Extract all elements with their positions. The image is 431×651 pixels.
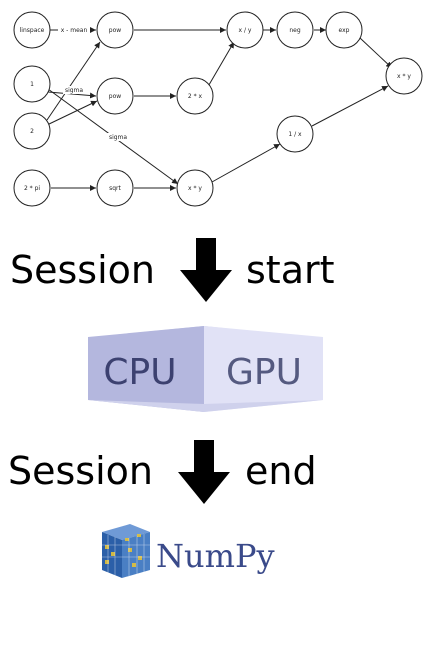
node-pow-top: pow [96,11,134,49]
node-sqrt: sqrt [96,169,134,207]
gpu-label: GPU [226,352,302,393]
node-label-neg: neg [289,27,300,34]
node-label-exp: exp [339,27,350,34]
node-two: 2 [13,112,51,150]
node-exp: exp [325,11,363,49]
node-label-pow-top: pow [109,27,121,34]
edge-label-x-minus-mean: x - mean [61,27,88,34]
edge-label-sigma-lower: sigma [109,134,127,141]
node-pow-mid: pow [96,77,134,115]
node-label-one-over-x: 1 / x [288,131,302,138]
session-start-right-label: start [246,248,335,292]
node-two-pi: 2 * pi [13,169,51,207]
prism-right-face [204,326,323,412]
edge-label-sigma-upper: sigma [65,87,83,94]
node-neg: neg [276,11,314,49]
session-start-left-label: Session [10,248,155,292]
node-label-two: 2 [30,128,34,135]
prism-left-face [88,326,204,412]
numpy-wordmark: NumPy [156,537,275,575]
node-linspace: linspace [13,11,51,49]
node-label-sqrt: sqrt [109,185,121,192]
edge-xy-recip [211,143,281,183]
down-arrow-icon [180,238,232,302]
edge-exp-final [359,37,393,69]
node-x-times-y-bottom: x * y [176,169,214,207]
device-prism: CPU GPU [88,326,323,412]
numpy-logo: NumPy [102,524,275,578]
edge-2x-div [205,41,235,91]
node-label-linspace: linspace [20,27,45,34]
graph-edges [46,27,393,191]
node-two-x: 2 * x [176,77,214,115]
node-label-x-times-y-bottom: x * y [188,185,202,192]
node-label-two-pi: 2 * pi [24,185,40,192]
node-label-x-times-y-final: x * y [397,73,411,80]
node-label-pow-mid: pow [109,93,121,100]
session-end-right-label: end [245,449,317,493]
prism-bottom-edge [88,400,323,412]
node-x-times-y-final: x * y [385,57,423,95]
edge-recip-final [311,85,389,127]
node-label-two-x: 2 * x [188,93,203,100]
edge-2-pow-top [46,41,101,121]
down-arrow-icon-2 [178,440,230,504]
cpu-label: CPU [103,352,176,393]
node-label-one: 1 [30,81,34,88]
node-one: 1 [13,65,51,103]
node-one-over-x: 1 / x [276,115,314,153]
session-end-left-label: Session [8,449,153,493]
edge-2-pow-mid [46,100,98,126]
node-label-x-div-y: x / y [239,27,252,34]
node-x-div-y: x / y [226,11,264,49]
numpy-cube-icon [102,524,150,578]
